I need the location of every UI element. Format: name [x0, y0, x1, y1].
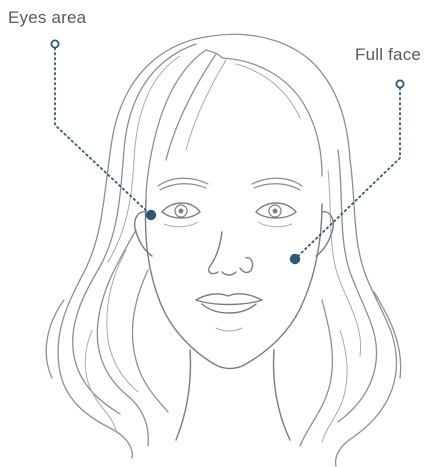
eyes-area-callout: [51, 40, 156, 220]
left-eye: [162, 203, 200, 227]
dot-marker-icon: [146, 210, 156, 220]
right-eye: [256, 203, 296, 227]
full-face-callout: [290, 80, 404, 264]
lips: [196, 294, 262, 331]
face-outline: [135, 200, 334, 440]
hair-top: [146, 34, 350, 200]
eyes-area-label: Eyes area: [8, 8, 86, 28]
eyebrows: [158, 178, 302, 190]
full-face-label: Full face: [355, 45, 421, 65]
ring-marker-icon: [396, 80, 403, 87]
dot-marker-icon: [290, 254, 300, 264]
nose: [209, 232, 253, 275]
hair-left: [46, 36, 212, 458]
hair-right: [300, 150, 401, 466]
ring-marker-icon: [51, 40, 58, 47]
